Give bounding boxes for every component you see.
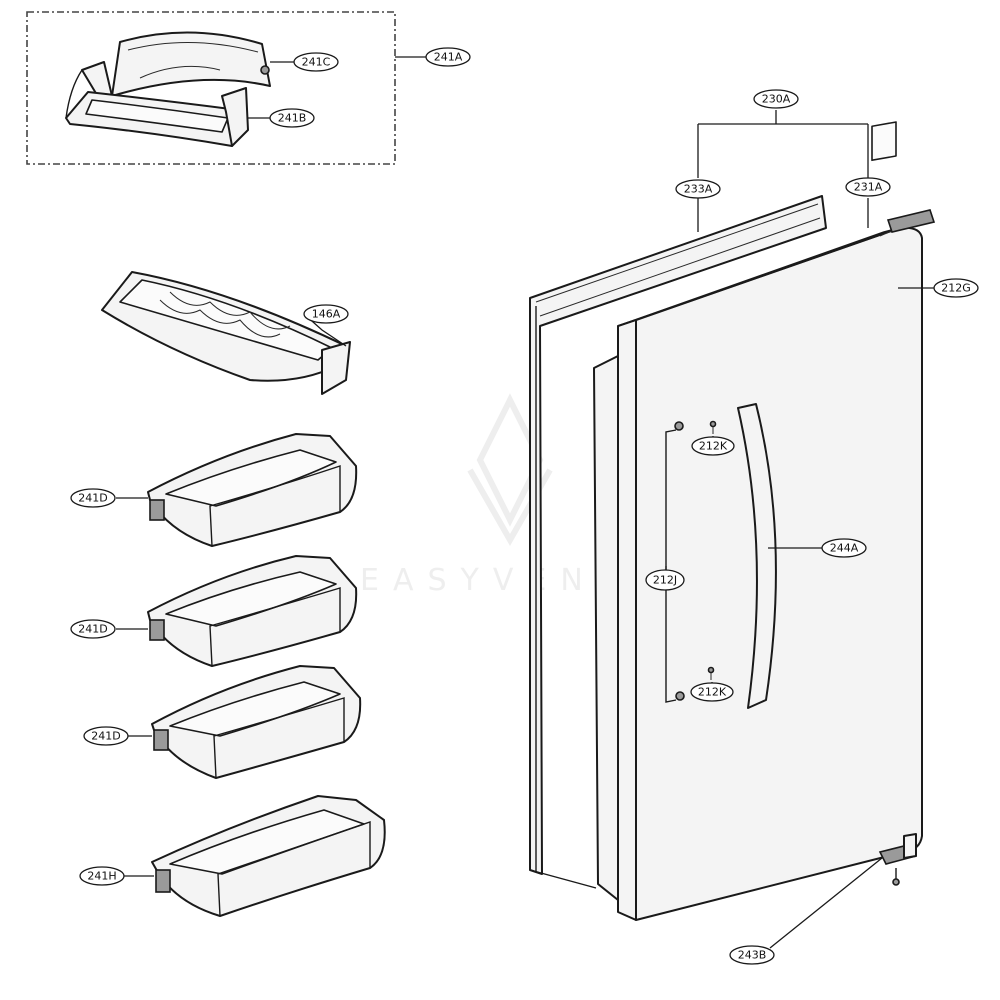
callout-233a: 233A: [675, 179, 721, 199]
label-241h: 241H: [87, 870, 116, 883]
label-231a: 231A: [854, 181, 883, 194]
door-inner-liner: [593, 355, 619, 901]
callout-241c: 241C: [293, 52, 339, 72]
top-hinge-cap: [886, 209, 936, 233]
label-241a: 241A: [434, 51, 463, 64]
gasket-233a-group: [529, 195, 827, 889]
label-212k-bottom: 212K: [698, 686, 727, 699]
label-243b: 243B: [738, 949, 767, 962]
label-230a: 230A: [762, 93, 791, 106]
label-241b: 241B: [278, 112, 307, 125]
label-241c: 241C: [302, 56, 331, 69]
label-212g: 212G: [941, 282, 971, 295]
callout-230a: 230A: [753, 89, 799, 109]
label-244a: 244A: [830, 542, 859, 555]
bin-146a-group: [101, 271, 351, 395]
label-241d-1: 241D: [78, 492, 107, 505]
callout-241a: 241A: [425, 47, 471, 67]
callout-243b: 243B: [729, 945, 775, 965]
bin-241h-group: [151, 795, 386, 917]
label-233a: 233A: [684, 183, 713, 196]
cover-241c: [111, 31, 271, 97]
callout-212j: 212J: [645, 569, 685, 591]
callout-146a: 146A: [303, 304, 349, 324]
label-241d-2: 241D: [78, 623, 107, 636]
bin-241d-2-group: [147, 555, 358, 667]
badge-212g: [871, 121, 897, 162]
hinge-243b-group: [878, 833, 918, 886]
label-212j: 212J: [653, 574, 677, 587]
callout-241d-3: 241D: [83, 726, 129, 746]
callout-241b: 241B: [269, 108, 315, 128]
kit-241a-group: [26, 11, 396, 165]
callout-212g: 212G: [933, 278, 979, 298]
callout-241d-2: 241D: [70, 619, 116, 639]
label-212k-top: 212K: [699, 440, 728, 453]
callout-212k-top: 212K: [691, 436, 735, 456]
callout-241d-1: 241D: [70, 488, 116, 508]
bin-241d-1-group: [147, 433, 358, 547]
bin-241d-3-group: [151, 665, 362, 779]
leader-lines: [116, 56, 936, 949]
label-146a: 146A: [312, 308, 341, 321]
handle-244a: [737, 403, 777, 709]
callout-212k-bottom: 212K: [690, 682, 734, 702]
kit-241a-dashed-box: [26, 11, 396, 165]
label-241d-3: 241D: [91, 730, 120, 743]
door-231a-group: [593, 121, 936, 921]
callout-241h: 241H: [79, 866, 125, 886]
callout-231a: 231A: [845, 177, 891, 197]
callout-244a: 244A: [821, 538, 867, 558]
